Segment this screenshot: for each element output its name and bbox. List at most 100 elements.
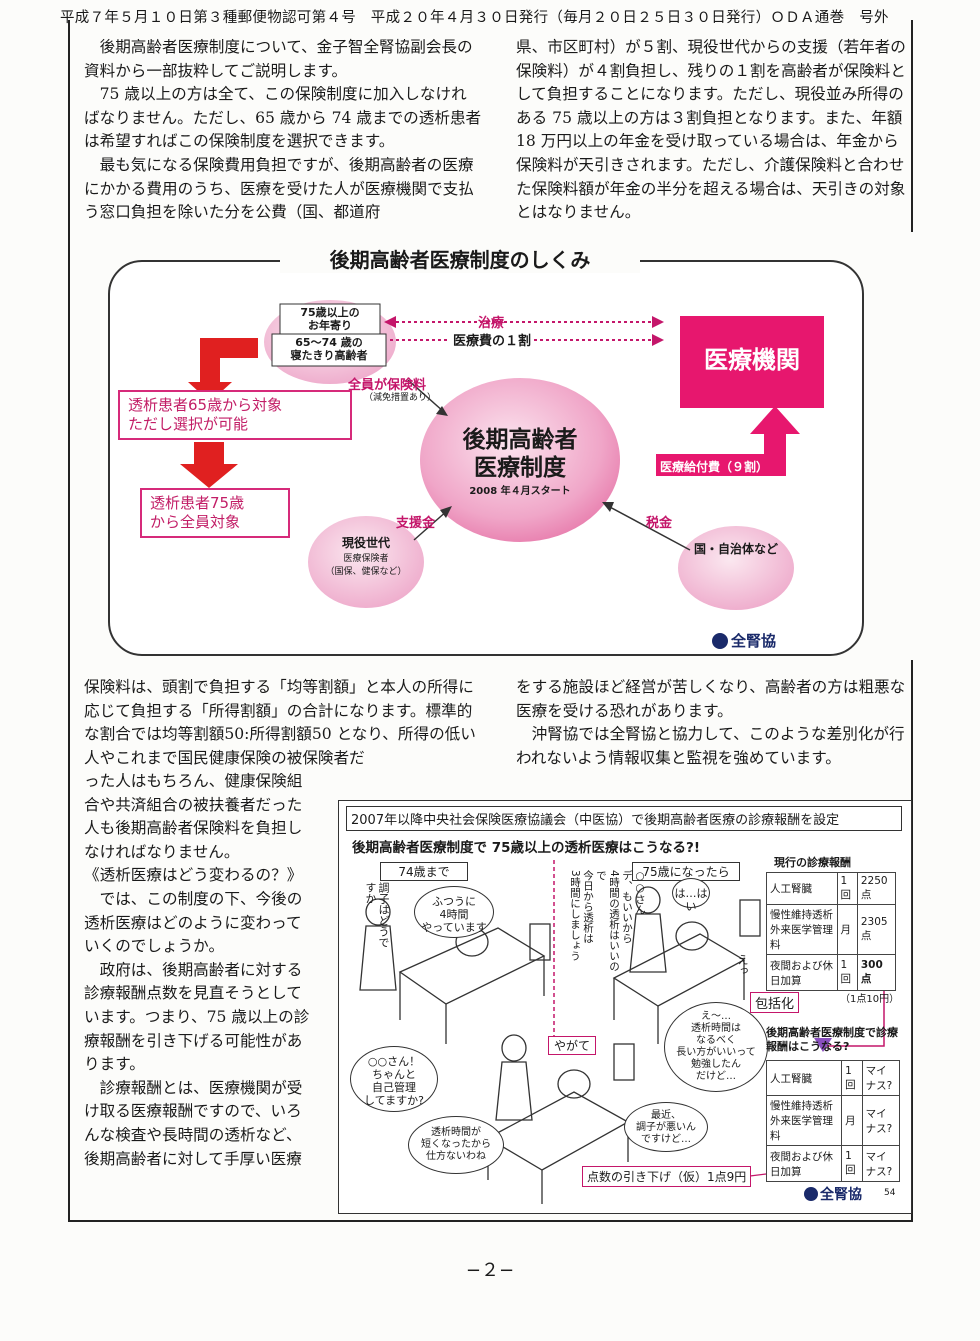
middle-right-column: をする施設ほど経営が苦しくなり、高齢者の方は粗悪な医療を受ける恐れがあります。 …	[516, 676, 914, 770]
narrow-line: 透析医療はどのように変わって	[84, 913, 302, 932]
cartoon-title: 2007年以降中央社会保険医療協議会（中医協）で後期高齢者医療の診療報酬を設定	[346, 806, 902, 831]
copay-arrow-head	[652, 334, 664, 346]
premium-arrow-head	[436, 406, 448, 416]
tax-line	[607, 505, 691, 551]
dialysis-text: ただし選択が可能	[128, 415, 249, 433]
center-title-line: 後期高齢者	[462, 427, 578, 453]
benefit-arrow-head	[750, 406, 800, 434]
diagram-graphics	[180, 300, 824, 610]
intro-right-column: 県、市区町村）が５割、現役世代からの支援（若年者の保険料）が４割負担し、残りの１…	[516, 36, 914, 225]
table-cell: 300点	[856, 954, 897, 991]
premium-note: （減免措置あり）	[364, 393, 437, 403]
dialysis-text: 透析患者75歳	[150, 494, 245, 512]
table-cell: 夜間および休日加算	[766, 954, 838, 991]
dialysis-65-box: 透析患者65歳から対象 ただし選択が可能	[118, 390, 352, 440]
bed-left	[398, 927, 546, 1044]
intro-left-column: 後期高齢者医療制度について、金子智全腎協副会長の資料から一部抜粋してご説明します…	[84, 36, 482, 225]
narrow-line: 合や共済組合の被扶養者だった	[84, 795, 303, 814]
narrow-line: った人はもちろん、健康保険組	[84, 772, 303, 790]
elderly-label-1: 75歳以上の お年寄り	[280, 306, 380, 332]
elderly-label-text: お年寄り	[308, 319, 352, 332]
benefit-arrow-body	[656, 454, 786, 476]
section-heading: 《透析医療はどう変わるの？》	[84, 866, 303, 885]
table-cell: 月	[836, 904, 858, 955]
frame-left-border	[68, 20, 70, 1222]
frame-right-border-bottom	[911, 660, 913, 1222]
zenjinkyo-logo: 全腎協	[712, 630, 776, 651]
table-cell: 慢性維持透析外来医学管理料	[765, 1095, 843, 1146]
support-line	[413, 509, 449, 541]
intro-paragraph: 75 歳以上の方は全て、この保険制度に加入しなければなりません。ただし、65 歳…	[84, 85, 482, 151]
table-row: 慢性維持透析外来医学管理料月マイナス?	[765, 1095, 901, 1146]
benefit-label: 医療給付費（９割）	[660, 460, 769, 474]
center-circle	[420, 378, 620, 542]
doctor-speech: ○○さん デ、もいいから 4時間の透析はいいので 今日から透析は 3時間にしまし…	[569, 870, 646, 972]
workers-label: 現役世代 医療保険者 （国保、健保など）	[316, 534, 416, 577]
intro-paragraph: 県、市区町村）が５割、現役世代からの支援（若年者の保険料）が４割負担し、残りの１…	[516, 38, 906, 222]
narrow-line: では、この制度の下、今後の	[84, 889, 303, 908]
tax-arrow-head	[602, 502, 614, 512]
table-cell: 1回	[836, 954, 858, 991]
center-title: 後期高齢者 医療制度	[420, 426, 620, 482]
page-number: −２−	[465, 1260, 515, 1281]
logo-icon	[712, 633, 728, 649]
table-cell: 2250点	[856, 872, 897, 905]
table-cell: マイナス?	[861, 1095, 901, 1146]
bundle-arrow	[814, 1038, 832, 1052]
workers-title: 現役世代	[341, 536, 390, 550]
table-cell: 1回	[841, 1060, 863, 1096]
bundle-note: （1点10円）	[840, 994, 900, 1005]
table-cell: 1回	[836, 872, 858, 905]
elderly-label-text: 寝たきり高齢者	[290, 349, 368, 362]
narrow-line: 療報酬を引き下げる可能性があ	[84, 1031, 303, 1050]
narrow-line: いくのでしょうか。	[84, 937, 225, 956]
dialysis-text: から全員対象	[150, 513, 241, 531]
narrow-column: った人はもちろん、健康保険組 合や共済組合の被扶養者だった 人も後期高齢者保険料…	[84, 770, 334, 1171]
gov-label: 国・自治体など	[693, 542, 778, 556]
dialysis-75-box: 透析患者75歳 から全員対象	[140, 488, 290, 538]
speech-bubble: 透析時間が 短くなったから 仕方ないわね	[408, 1116, 504, 1174]
table-cell: 慢性維持透析外来医学管理料	[766, 904, 838, 955]
speech-bubble: ふつうに 4時間 やっています	[414, 886, 494, 938]
support-label: 支援金	[396, 516, 436, 531]
support-arrow-head	[440, 506, 452, 518]
elderly-label-text: 65〜74 歳の	[295, 336, 363, 349]
red-arrow-1	[188, 338, 258, 402]
table-cell: 夜間および休日加算	[765, 1145, 843, 1182]
table-cell: 人工腎臓	[765, 1060, 843, 1096]
bed-right	[612, 921, 746, 1044]
workers-circle	[308, 516, 424, 608]
table-cell: 2305点	[856, 904, 897, 955]
narrow-line: け取る医療報酬ですので、いろ	[84, 1102, 302, 1121]
dialysis-machines	[529, 899, 761, 1081]
before-75-label: 74歳まで	[380, 862, 468, 881]
speech-bubble: ○○さん！ ちゃんと 自己管理 してますか?	[350, 1046, 438, 1112]
dialysis-text: 透析患者65歳から対象	[128, 396, 283, 414]
gov-circle	[678, 526, 794, 610]
cartoon-subtitle: 後期高齢者医療制度で 75歳以上の透析医療はこうなる?!	[352, 840, 700, 856]
bundle-label: 包括化	[750, 992, 800, 1013]
hospital-box	[680, 316, 824, 408]
middle-left-column: 保険料は、頭割で負担する「均等割額」と本人の所得に応じて負担する「所得割額」の合…	[84, 676, 482, 770]
logo-icon	[804, 1187, 818, 1201]
nurse-right	[629, 886, 667, 973]
future-fee-title: 後期高齢者医療制度で診療報酬はこうなる?	[766, 1026, 898, 1053]
benefit-arrow-vertical	[764, 432, 786, 476]
workers-subtitle: 医療保険者	[343, 554, 389, 564]
hospital-label: 医療機関	[704, 346, 800, 374]
exclaim-text: えっ	[736, 954, 749, 976]
narrow-line: ります。	[84, 1055, 145, 1074]
nurse-question: 調子はどうですか	[364, 882, 390, 948]
yagate-label: やがて	[548, 1036, 596, 1055]
narrow-line: 政府は、後期高齢者に対する	[84, 960, 303, 979]
narrow-line: 後期高齢者に対して手厚い医療	[84, 1149, 302, 1168]
nurse-left	[359, 898, 397, 991]
red-arrow-2	[180, 442, 238, 488]
elderly-box	[279, 303, 381, 337]
speech-bubble: え〜… 透析時間は なるべく 長い方がいいって 勉強したん だけど…	[664, 1002, 768, 1092]
